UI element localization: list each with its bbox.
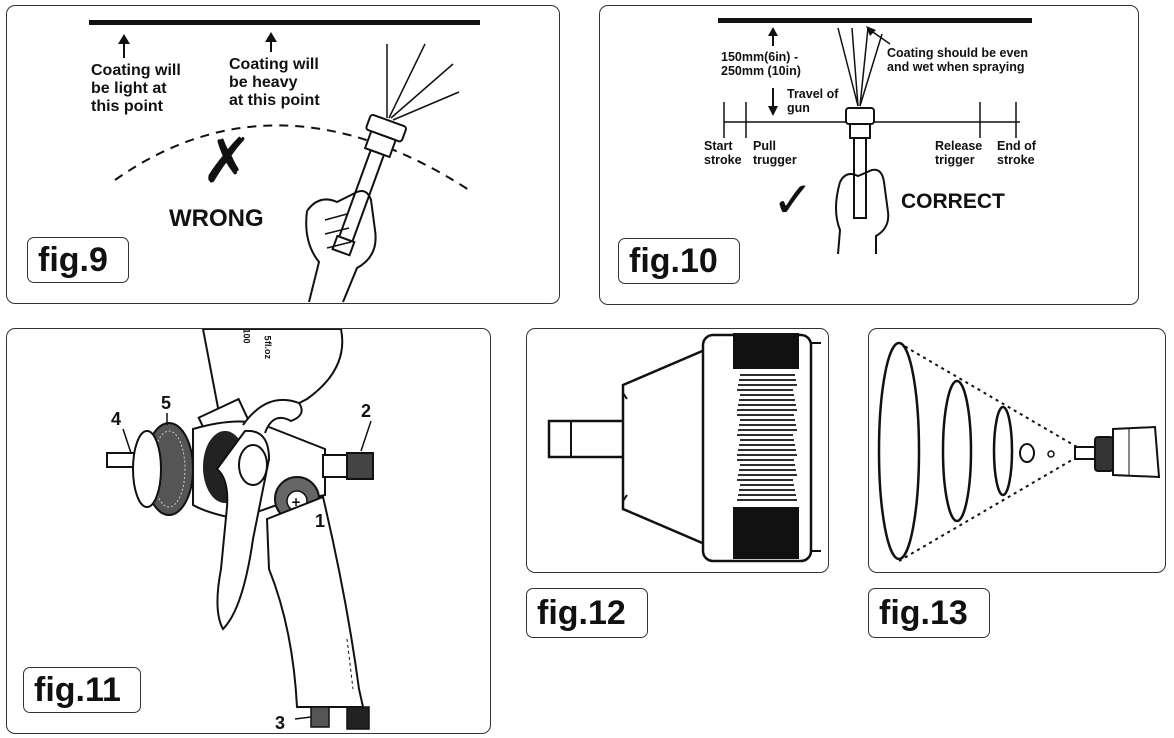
fig12-panel [526, 328, 829, 573]
fig10-illustration [718, 18, 1032, 255]
fig13-spray-pattern [877, 341, 1161, 562]
fig11-spray-gun: + [106, 329, 374, 730]
fig10-coating-label: Coating should be even and wet when spra… [887, 46, 1028, 74]
fig11-callout-2: 2 [361, 401, 372, 421]
fig12-label: fig.12 [526, 588, 648, 638]
fig9-verdict: WRONG [169, 205, 264, 232]
fig10-start-label: Start stroke [704, 139, 742, 167]
fig11-cup-scale-3: 100 [241, 328, 252, 344]
fig10-verdict: CORRECT [901, 190, 1005, 213]
fig9-heavy-label: Coating will be heavy at this point [229, 56, 320, 109]
fig11-callout-5: 5 [161, 393, 172, 413]
fig11-callout-1: 1 [315, 511, 326, 531]
fig12-air-cap [547, 333, 821, 563]
fig10-end-label: End of stroke [997, 139, 1036, 167]
fig11-callout-3: 3 [275, 713, 286, 733]
fig10-check-mark: ✓ [772, 172, 814, 228]
fig10-travel-label: Travel of gun [787, 87, 839, 115]
fig9-panel: Coating will be light at this point Coat… [6, 5, 560, 304]
fig9-label: fig.9 [27, 237, 129, 283]
fig11-panel: + 5 fl.oz 100 1 2 3 4 5 fig.11 [6, 328, 491, 734]
fig13-panel [868, 328, 1166, 573]
fig11-label: fig.11 [23, 667, 141, 713]
fig10-release-label: Release trigger [935, 139, 983, 167]
fig12-knurling [737, 374, 797, 501]
fig13-label: fig.13 [868, 588, 990, 638]
fig10-distance-label: 150mm(6in) - 250mm (10in) [721, 50, 801, 78]
fig9-cross-mark: ✗ [201, 127, 253, 196]
fig9-illustration [89, 20, 480, 303]
fig10-panel: 150mm(6in) - 250mm (10in) Coating should… [599, 5, 1139, 305]
fig10-label: fig.10 [618, 238, 740, 284]
fig10-pull-label: Pull trugger [753, 139, 797, 167]
svg-text:+: + [291, 495, 301, 509]
fig11-callout-4: 4 [111, 409, 122, 429]
fig11-cup-scale-2: fl.oz [263, 341, 273, 359]
fig9-light-label: Coating will be light at this point [91, 62, 181, 115]
fig11-cup-scale-1: 5 [262, 335, 273, 341]
